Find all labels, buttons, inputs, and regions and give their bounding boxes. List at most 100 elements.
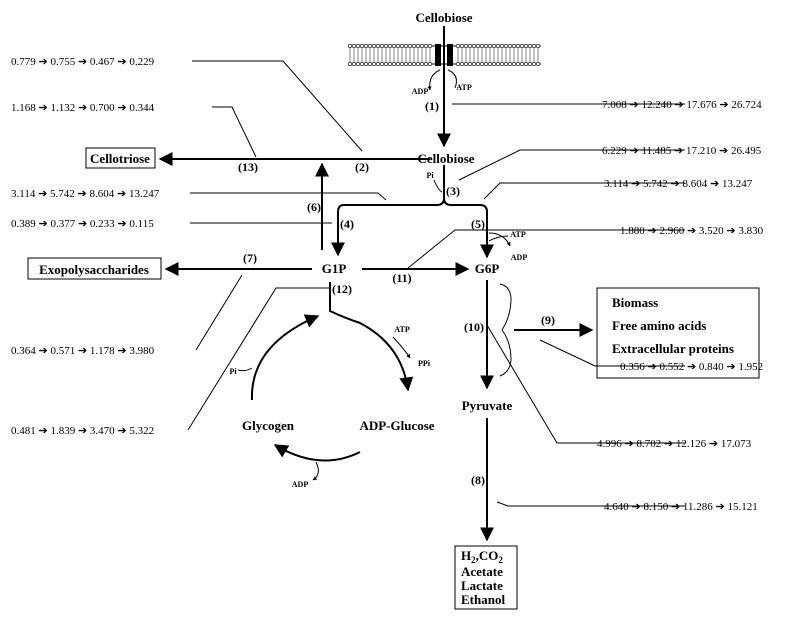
lipid-head [523, 43, 528, 48]
adp-curve-glycogen [312, 461, 319, 481]
lipid-head [455, 43, 460, 48]
lipid-head [479, 43, 484, 48]
adp-step5: ADP [511, 253, 528, 262]
flux-step6: 0.389 ➔ 0.377 ➔ 0.233 ➔ 0.115 [11, 218, 154, 230]
flux-step1: 7.008 ➔ 12.240 ➔ 17.676 ➔ 26.724 [602, 99, 762, 111]
lipid-head [463, 61, 468, 66]
fermentation-lactate: Lactate [461, 578, 503, 593]
lipid-head [467, 61, 472, 66]
lipid-head [527, 61, 532, 66]
leader-lines [187, 60, 685, 507]
lipid-head [363, 43, 368, 48]
lipid-head [419, 43, 424, 48]
lipid-head [383, 61, 388, 66]
lipid-head [491, 61, 496, 66]
flux-step3: 6.229 ➔ 11.485 ➔ 17.210 ➔ 26.495 [602, 145, 762, 157]
pyruvate-label: Pyruvate [462, 398, 513, 413]
lipid-head [515, 61, 520, 66]
adp-glucose-label: ADP-Glucose [359, 418, 434, 433]
lipid-head [479, 61, 484, 66]
biomass-line-1: Biomass [612, 295, 658, 310]
lipid-head [503, 61, 508, 66]
lipid-head [487, 61, 492, 66]
lipid-head [399, 61, 404, 66]
pi-curve-glycogen [237, 367, 253, 372]
lipid-head [507, 43, 512, 48]
arrow-step12 [329, 282, 414, 392]
transporter-right [447, 44, 453, 66]
lipid-head [363, 61, 368, 66]
step-9: (9) [541, 313, 555, 327]
lipid-head [347, 43, 352, 48]
cellobiose-extracellular: Cellobiose [415, 10, 472, 25]
lipid-head [379, 61, 384, 66]
atp-glycogen: ATP [394, 325, 410, 334]
exopolysaccharides-box [27, 257, 162, 280]
lipid-head [531, 61, 536, 66]
arrow-glycogen-lower [273, 444, 361, 462]
lipid-head [423, 43, 428, 48]
lipid-head [415, 43, 420, 48]
flux-step5: 3.114 ➔ 5.742 ➔ 8.604 ➔ 13.247 [604, 178, 753, 190]
lipid-head [483, 61, 488, 66]
fermentation-h2co2: H2,CO2 [461, 548, 503, 565]
lipid-head [499, 43, 504, 48]
flux-step13: 1.168 ➔ 1.132 ➔ 0.700 ➔ 0.344 [11, 102, 155, 114]
lipid-head [411, 43, 416, 48]
lipid-head [387, 61, 392, 66]
lipid-head [375, 61, 380, 66]
step-10: (10) [464, 320, 484, 334]
lipid-head [495, 61, 500, 66]
flux-step2: 0.779 ➔ 0.755 ➔ 0.467 ➔ 0.229 [11, 56, 155, 68]
flux-step12: 0.481 ➔ 1.839 ➔ 3.470 ➔ 5.322 [11, 425, 154, 437]
glycogen-label: Glycogen [242, 418, 295, 433]
lipid-head [399, 43, 404, 48]
step-4: (4) [340, 217, 354, 231]
lipid-head [463, 43, 468, 48]
lipid-head [423, 61, 428, 66]
lipid-head [371, 61, 376, 66]
adp-atp-curve-left [427, 69, 441, 91]
lipid-head [511, 61, 516, 66]
adp-transport: ADP [412, 87, 429, 96]
lipid-head [475, 43, 480, 48]
lipid-head [471, 43, 476, 48]
lipid-head [391, 43, 396, 48]
pi-glycogen: Pi [229, 367, 237, 376]
lipid-head [519, 61, 524, 66]
lipid-head [367, 61, 372, 66]
lipid-head [507, 61, 512, 66]
lipid-head [415, 61, 420, 66]
lipid-head [351, 43, 356, 48]
step-11: (11) [392, 271, 411, 285]
step-3: (3) [446, 184, 460, 198]
lipid-head [375, 43, 380, 48]
exopolysaccharides-label: Exopolysaccharides [39, 262, 149, 277]
flux-step9: 0.356 ➔ 0.552 ➔ 0.840 ➔ 1.952 [620, 361, 763, 373]
g1p-label: G1P [322, 261, 347, 276]
lipid-head [499, 61, 504, 66]
lipid-head [515, 43, 520, 48]
step-13: (13) [238, 160, 258, 174]
biomass-box [596, 287, 760, 379]
lipid-head [519, 43, 524, 48]
transporter-left [435, 44, 441, 66]
cell-membrane [347, 43, 541, 66]
step-2: (2) [355, 160, 369, 174]
lipid-head [411, 61, 416, 66]
ppi-glycogen: PPi [418, 359, 431, 368]
lipid-head [359, 43, 364, 48]
biomass-line-2: Free amino acids [612, 318, 706, 333]
flux-step4: 3.114 ➔ 5.742 ➔ 8.604 ➔ 13.247 [11, 188, 160, 200]
lipid-head [347, 61, 352, 66]
brace-biomass [499, 283, 512, 377]
atp-ppi-curve [392, 336, 411, 359]
lipid-head [459, 43, 464, 48]
fermentation-ethanol: Ethanol [461, 592, 505, 607]
g6p-label: G6P [475, 261, 500, 276]
lipid-head [419, 61, 424, 66]
lipid-head [491, 43, 496, 48]
lipid-head [467, 43, 472, 48]
lipid-head [495, 43, 500, 48]
